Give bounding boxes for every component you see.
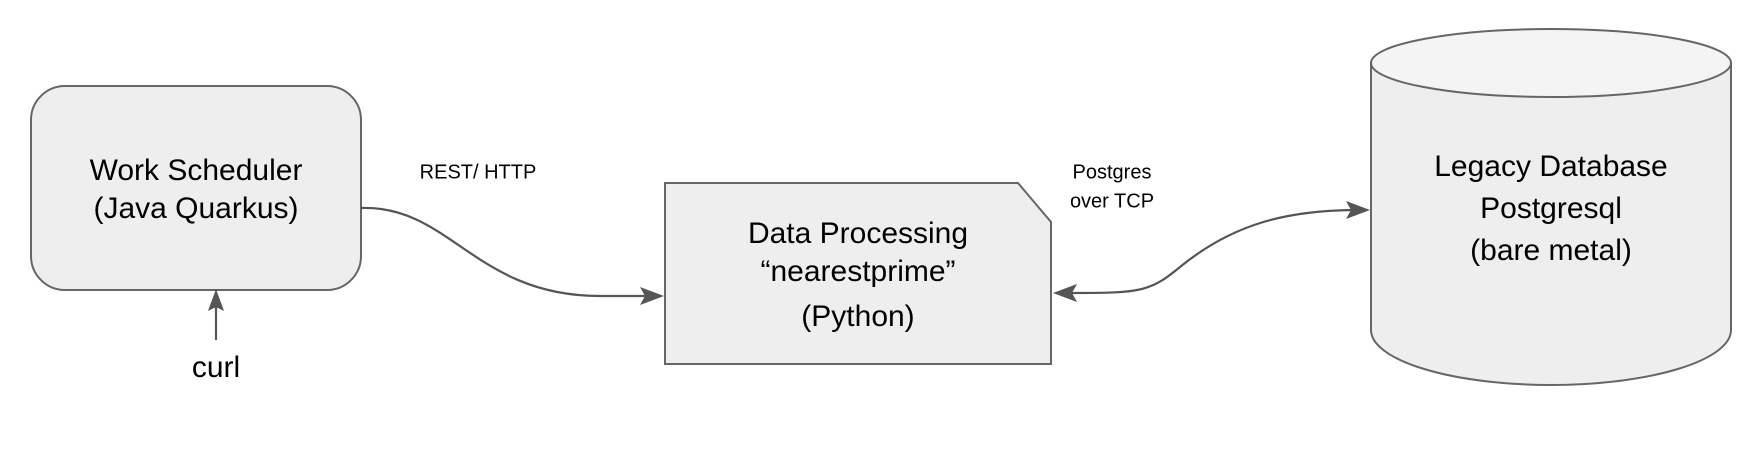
legacy-database-label-line3: (bare metal) [1470,234,1632,267]
legacy-database-top-ellipse [1370,28,1732,98]
data-processing-label-line2: “nearestprime” [760,255,955,288]
data-processing-shape[interactable] [664,182,1052,365]
data-processing-label-line3: (Python) [801,300,914,333]
work-scheduler-label-line1: Work Scheduler [90,154,303,187]
legacy-database-body[interactable] [1370,62,1732,386]
edge-scheduler-to-processing[interactable]: REST/ HTTP [360,161,664,305]
postgres-edge-arrowhead-right [1346,201,1370,219]
data-processing-label-line1: Data Processing [748,217,968,250]
work-scheduler-label-line2: (Java Quarkus) [93,192,298,225]
legacy-database-label-line1: Legacy Database [1434,150,1668,183]
curl-label: curl [192,351,240,384]
postgres-edge-arrowhead-left [1053,284,1077,302]
postgres-edge-line [1071,208,1353,295]
rest-http-label: REST/ HTTP [420,161,537,183]
postgres-label-line1: Postgres [1073,161,1152,183]
curl-edge-arrowhead [208,289,224,311]
node-legacy-database[interactable]: Legacy Database Postgresql (bare metal) [1370,28,1732,386]
edge-processing-database[interactable]: Postgres over TCP [1053,161,1370,302]
legacy-database-label-line2: Postgresql [1480,192,1622,225]
node-work-scheduler[interactable]: Work Scheduler (Java Quarkus) [30,85,362,291]
node-data-processing[interactable]: Data Processing “nearestprime” (Python) [664,182,1052,365]
postgres-label-line2: over TCP [1070,190,1154,212]
work-scheduler-shape[interactable] [30,85,362,291]
rest-http-edge-arrowhead [640,287,664,305]
edge-curl-to-scheduler[interactable]: curl [192,289,240,384]
rest-http-edge-line [360,206,646,298]
